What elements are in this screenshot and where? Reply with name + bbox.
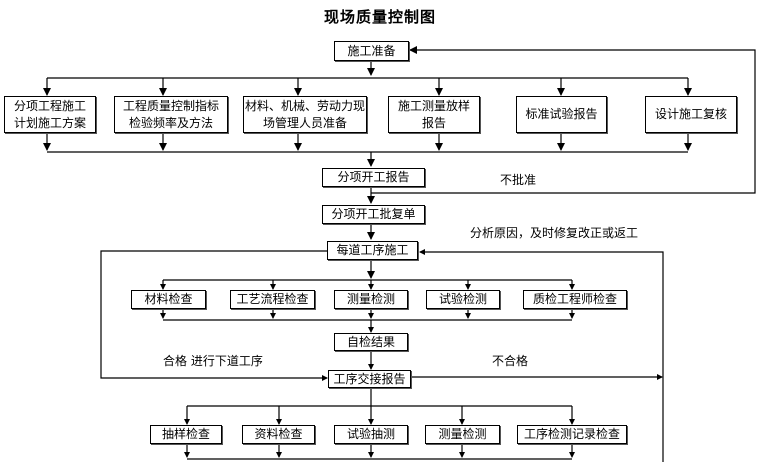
- node-each-process: 每道工序施工: [327, 241, 418, 260]
- node-approval-form: 分项开工批复单: [322, 205, 425, 224]
- label-fix-rework: 分析原因，及时修复改正或返工: [470, 226, 639, 240]
- label-not-approved: 不批准: [500, 173, 537, 187]
- node-qa-engineer-check: 质检工程师检查: [523, 290, 627, 309]
- node-lab-test: 试验检测: [426, 290, 500, 309]
- node-record-check: 工序检测记录检查: [517, 425, 627, 444]
- node-process-flow-check: 工艺流程检查: [230, 290, 315, 309]
- node-document-check: 资料检查: [242, 425, 315, 444]
- node-start-report: 分项开工报告: [322, 168, 425, 187]
- node-sub-project-plan: 分项工程施工 计划施工方案: [4, 96, 96, 133]
- diagram-title: 现场质量控制图: [323, 8, 436, 26]
- label-fail: 不合格: [492, 354, 529, 368]
- reject-loop-line: [371, 46, 756, 194]
- node-self-check-result: 自检结果: [334, 333, 408, 351]
- node-material-check: 材料检查: [131, 290, 206, 309]
- node-sampling-check: 抽样检查: [150, 425, 222, 444]
- node-survey-test-2: 测量检测: [425, 425, 500, 444]
- node-quality-indicators: 工程质量控制指标 检验频率及方法: [114, 96, 228, 133]
- node-lab-spot-test: 试验抽测: [334, 425, 408, 444]
- node-construction-prep: 施工准备: [334, 41, 409, 61]
- node-standard-test-report: 标准试验报告: [516, 96, 607, 133]
- node-handover-report: 工序交接报告: [328, 370, 411, 388]
- fix-loop-line: [419, 249, 664, 462]
- node-resource-prep: 材料、机械、劳动力现 场管理人员准备: [243, 96, 367, 133]
- node-survey-report: 施工测量放样 报告: [388, 96, 480, 133]
- label-pass-next: 合格 进行下道工序: [163, 354, 263, 368]
- node-design-review: 设计施工复核: [645, 96, 737, 133]
- pass-loop-line: [100, 250, 328, 381]
- node-survey-test: 测量检测: [334, 290, 408, 309]
